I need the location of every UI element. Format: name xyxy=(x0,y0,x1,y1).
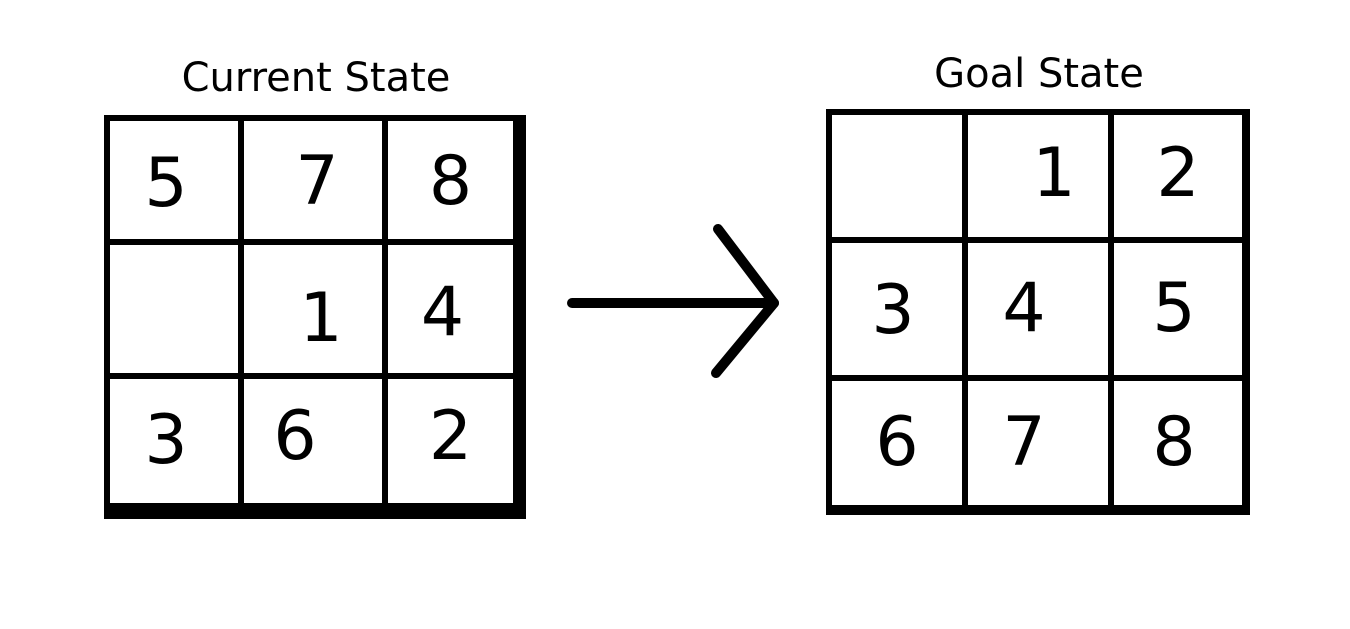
puzzle-tile: 2 xyxy=(1114,115,1242,237)
puzzle-tile: 5 xyxy=(110,121,238,239)
puzzle-tile: 7 xyxy=(244,121,382,239)
tile-number: 3 xyxy=(871,271,915,350)
puzzle-tile: 8 xyxy=(1114,381,1242,505)
puzzle-tile: 3 xyxy=(832,243,962,375)
puzzle-tile-empty xyxy=(832,115,962,237)
tile-number: 8 xyxy=(1152,403,1196,482)
tile-number: 5 xyxy=(144,144,188,223)
tile-number: 1 xyxy=(299,279,343,358)
puzzle-tile: 7 xyxy=(968,381,1108,505)
puzzle-tile: 1 xyxy=(968,115,1108,237)
puzzle-tile: 1 xyxy=(244,245,382,373)
puzzle-tile: 6 xyxy=(832,381,962,505)
tile-number: 7 xyxy=(295,142,339,221)
puzzle-tile: 4 xyxy=(388,245,513,373)
tile-number: 4 xyxy=(420,273,465,352)
tile-number: 6 xyxy=(875,403,919,482)
goal-state-board: 1 2 3 4 5 6 7 8 xyxy=(826,109,1250,515)
tile-number: 4 xyxy=(1002,269,1046,348)
tile-number: 6 xyxy=(273,397,317,476)
arrow-right-icon xyxy=(567,224,779,378)
goal-state-title: Goal State xyxy=(934,51,1144,97)
tile-number: 3 xyxy=(144,401,188,480)
puzzle-tile: 8 xyxy=(388,121,513,239)
puzzle-tile-empty xyxy=(110,245,238,373)
tile-number: 7 xyxy=(1002,403,1046,482)
puzzle-tile: 3 xyxy=(110,379,238,503)
tile-number: 8 xyxy=(428,142,473,221)
puzzle-tile: 2 xyxy=(388,379,513,503)
tile-number: 1 xyxy=(1032,134,1076,213)
puzzle-tile: 6 xyxy=(244,379,382,503)
tile-number: 2 xyxy=(1156,134,1200,213)
current-state-title: Current State xyxy=(181,55,451,101)
puzzle-tile: 4 xyxy=(968,243,1108,375)
current-state-board: 5 7 8 1 4 3 6 2 xyxy=(104,115,526,519)
tile-number: 2 xyxy=(428,397,473,476)
tile-number: 5 xyxy=(1152,269,1196,348)
puzzle-tile: 5 xyxy=(1114,243,1242,375)
